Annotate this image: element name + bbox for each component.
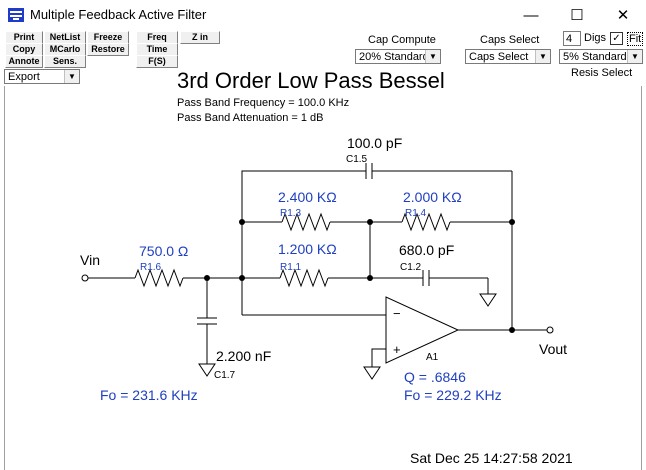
fit-label: Fit [627,32,644,46]
opamp-ref: A1 [426,352,439,363]
annote-button[interactable]: Annote [5,55,43,68]
r11-ref: R1.1 [280,262,302,273]
r14-ref: R1.4 [405,208,427,219]
r16-ref: R1.6 [140,262,162,273]
c15-ref: C1.5 [346,154,368,165]
fit-checkbox[interactable]: ✓ [610,32,623,45]
digits-input[interactable]: 4 [563,31,581,46]
passband-attenuation: Pass Band Attenuation = 1 dB [177,112,324,124]
zin-button[interactable]: Z in [180,31,220,44]
resis-select-label: Resis Select [571,67,633,79]
opamp-plus: + [393,342,401,357]
opamp-minus: − [393,306,401,321]
r13-value: 2.400 KΩ [278,189,337,205]
r16-value: 750.0 Ω [139,243,188,259]
vin-label: Vin [80,252,100,268]
caps-select-value: Caps Select [469,51,529,63]
chevron-down-icon: ▼ [425,50,440,63]
title-bar: Multiple Feedback Active Filter — ☐ ✕ [0,0,646,30]
r11-value: 1.200 KΩ [278,241,337,257]
c17-ref: C1.7 [214,370,236,381]
q-value: Q = .6846 [404,369,466,385]
maximize-button[interactable]: ☐ [570,7,584,24]
chevron-down-icon: ▼ [64,70,79,83]
chevron-down-icon: ▼ [627,50,642,63]
cap-compute-value: 20% Standard [359,51,429,63]
export-dropdown[interactable]: Export ▼ [4,69,80,84]
fs-button[interactable]: F(S) [136,55,178,68]
c17-value: 2.200 nF [216,348,271,364]
cap-compute-dropdown[interactable]: 20% Standard ▼ [355,49,441,64]
resis-value: 5% Standard [563,51,627,63]
digits-label: Digs [584,32,607,44]
app-icon [8,8,24,22]
c15-value: 100.0 pF [347,135,402,151]
c12-value: 680.0 pF [399,242,454,258]
export-dropdown-value: Export [8,71,40,83]
passband-frequency: Pass Band Frequency = 100.0 KHz [177,97,350,109]
caps-select-dropdown[interactable]: Caps Select ▼ [465,49,551,64]
minimize-button[interactable]: — [523,6,539,24]
close-button[interactable]: ✕ [616,7,630,24]
c12-ref: C1.2 [400,262,422,273]
caps-select-label: Caps Select [480,34,540,46]
vout-label: Vout [539,341,567,357]
chevron-down-icon: ▼ [535,50,550,63]
datetime: Sat Dec 25 14:27:58 2021 [410,450,573,466]
r14-value: 2.000 KΩ [403,189,462,205]
window-title: Multiple Feedback Active Filter [30,7,207,22]
restore-button[interactable]: Restore [87,43,129,56]
sens-button[interactable]: Sens. [44,55,86,68]
fo-stage1: Fo = 231.6 KHz [100,387,198,403]
resis-dropdown[interactable]: 5% Standard ▼ [559,49,643,64]
filter-title: 3rd Order Low Pass Bessel [177,68,445,93]
r13-ref: R1.3 [280,208,302,219]
fo-stage2: Fo = 229.2 KHz [404,387,502,403]
cap-compute-label: Cap Compute [368,34,436,46]
